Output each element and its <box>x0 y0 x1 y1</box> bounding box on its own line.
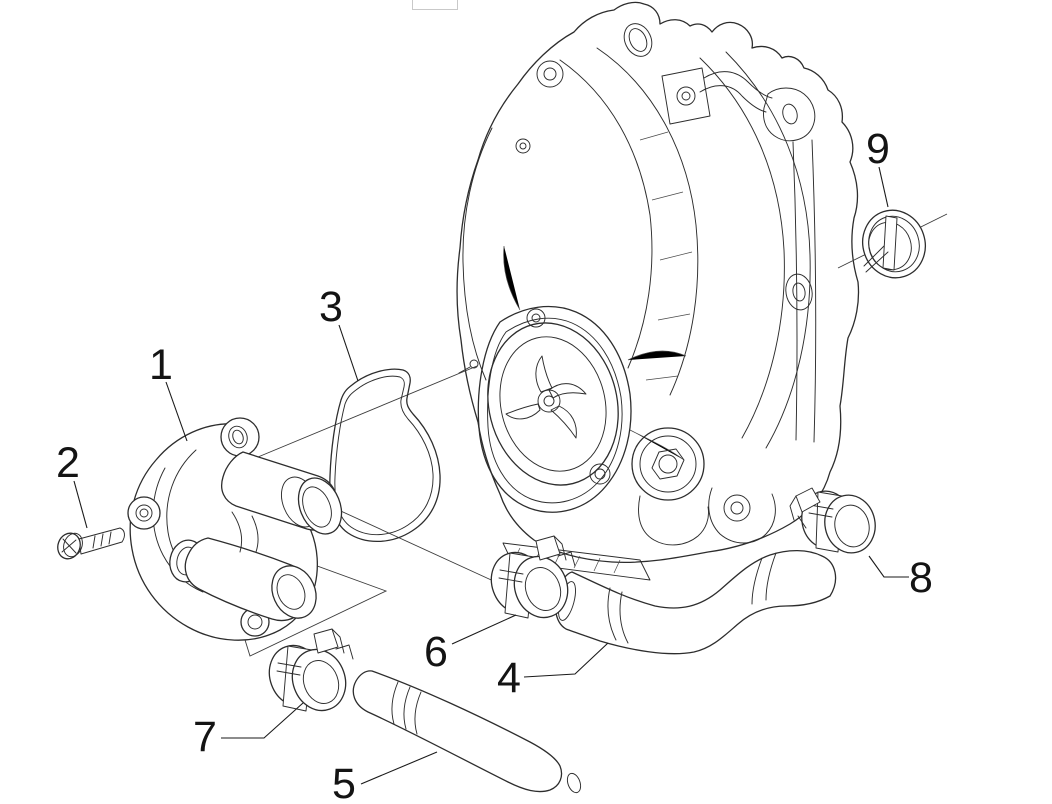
impeller <box>505 355 587 439</box>
pump-seat-opening <box>487 322 619 486</box>
callout-label-4: 4 <box>497 654 521 702</box>
callout-leader-3 <box>338 324 359 382</box>
hose-upper-part <box>554 549 837 655</box>
dowel-pin <box>469 359 479 369</box>
callout-label-7: 7 <box>193 713 217 761</box>
callout-label-9: 9 <box>866 125 890 173</box>
axis-line-gasket <box>257 365 478 458</box>
callout-leader-8 <box>868 555 909 578</box>
callout-label-3: 3 <box>319 283 343 331</box>
callout-leader-5 <box>360 751 438 785</box>
gasket-part <box>329 368 441 543</box>
cap-handle-bar <box>882 215 898 271</box>
callout-label-2: 2 <box>56 439 80 487</box>
callout-label-1: 1 <box>149 341 173 389</box>
callout-leader-2 <box>73 480 88 529</box>
water-pump-part <box>127 417 343 641</box>
callout-leader-7 <box>221 702 304 739</box>
callout-leader-9 <box>878 166 889 208</box>
callout-leader-1 <box>165 381 188 442</box>
lug-hole <box>628 28 648 52</box>
callout-leader-6 <box>451 614 517 645</box>
callout-label-5: 5 <box>332 760 356 804</box>
callout-label-8: 8 <box>909 554 933 602</box>
clamp-part-7 <box>268 628 354 712</box>
clamp-tab <box>313 628 339 654</box>
clamp-part-6 <box>490 535 576 619</box>
screw-part <box>57 527 125 560</box>
pump-seat-flange <box>477 305 632 513</box>
top-partial-box <box>412 0 458 10</box>
callouts-layer: 1 2 3 4 5 6 7 8 9 <box>56 125 933 804</box>
engine-cover-outline <box>456 1 860 564</box>
hose-lower-part <box>352 670 582 794</box>
callout-leader-4 <box>523 642 609 678</box>
lug-bracket <box>661 67 711 125</box>
callout-label-6: 6 <box>424 628 448 676</box>
cap-part <box>862 209 926 279</box>
hex-bolt <box>651 448 685 480</box>
clamp-part-8 <box>789 487 876 554</box>
engine-cover-part <box>456 1 860 581</box>
axis-line-hose <box>331 506 501 585</box>
phillips-cross <box>61 538 77 554</box>
